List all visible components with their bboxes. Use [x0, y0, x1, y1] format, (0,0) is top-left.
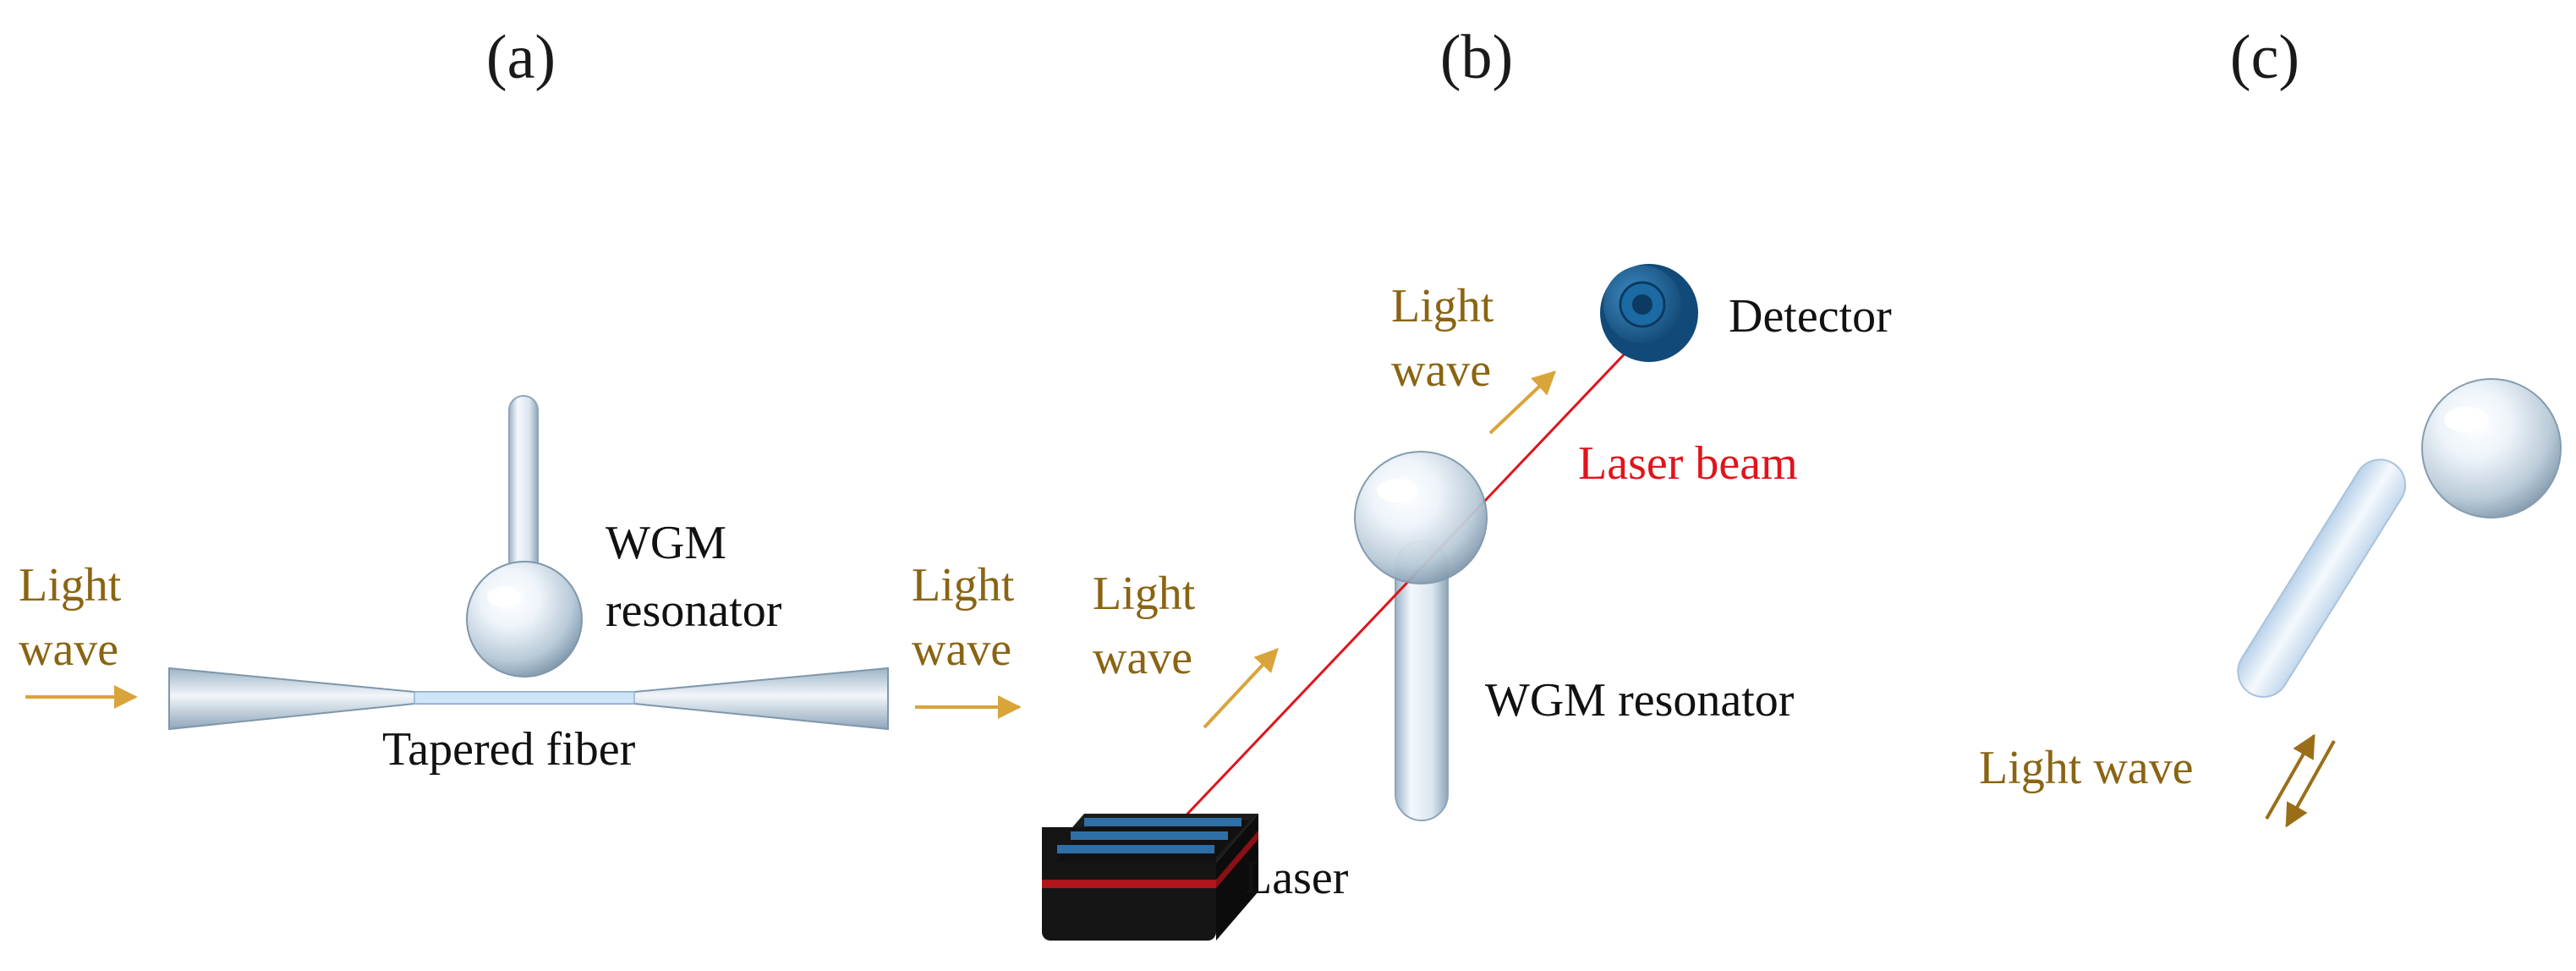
light-wave-out-a-line1: Light [912, 559, 1015, 612]
light-wave-in-a-line1: Light [19, 559, 122, 612]
arrow-in-b [1203, 647, 1279, 729]
panel-a: Light wave Light wave WGM resonator Tape… [19, 395, 1022, 776]
light-wave-in-b-line2: wave [1093, 632, 1192, 684]
laser-beam-label: Laser beam [1578, 437, 1798, 490]
resonator-label-b: WGM resonator [1485, 674, 1795, 727]
light-wave-out-a-line2: wave [912, 623, 1011, 676]
panel-label-b: (b) [1440, 23, 1513, 92]
light-wave-out-b-line2: wave [1391, 344, 1491, 397]
panel-label-c: (c) [2230, 23, 2299, 92]
panel-b: Light wave Light wave Detector Laser bea… [1042, 264, 1892, 941]
light-wave-out-b-line1: Light [1391, 280, 1494, 332]
panel-label-a: (a) [486, 23, 556, 92]
light-wave-in-a-line2: wave [19, 623, 118, 676]
light-wave-c: Light wave [1979, 742, 2193, 794]
resonator-stem-c [2237, 458, 2407, 698]
detector [1600, 264, 1698, 362]
wgm-resonator-sphere-a [466, 561, 583, 678]
panel-c: Light wave [1979, 378, 2562, 828]
light-wave-in-b-line1: Light [1093, 568, 1196, 620]
arrow-up-c [2265, 733, 2316, 820]
tapered-fiber-label: Tapered fiber [382, 723, 636, 776]
arrow-down-c [2285, 740, 2336, 828]
arrow-out-b [1488, 370, 1557, 435]
wgm-resonator-sphere-c [2421, 378, 2562, 518]
resonator-label-a-line1: WGM [606, 517, 726, 569]
resonator-label-a-line2: resonator [606, 584, 782, 637]
laser-source [1042, 814, 1258, 941]
detector-label: Detector [1729, 290, 1892, 343]
wgm-resonator-sphere-b [1354, 451, 1488, 584]
laser-label: Laser [1243, 852, 1349, 904]
